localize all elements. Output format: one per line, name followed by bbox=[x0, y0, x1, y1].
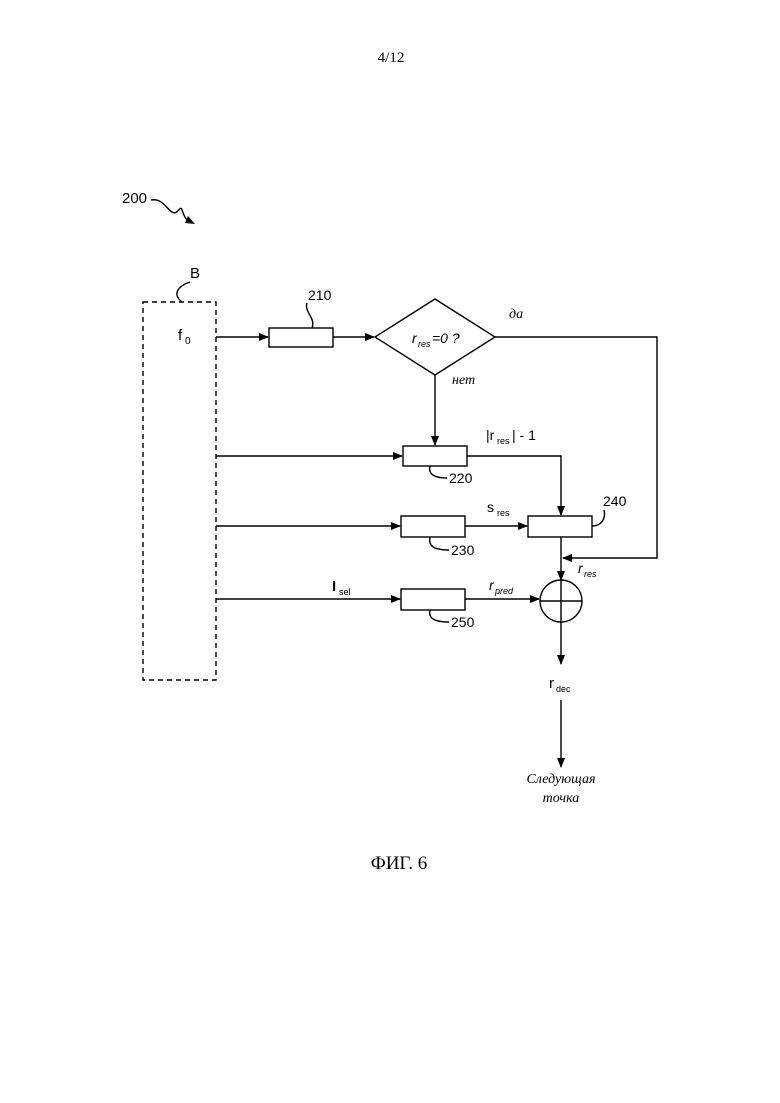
output-line-2: точка bbox=[543, 791, 580, 806]
figure-ref-squiggle bbox=[151, 200, 190, 222]
figure-caption: ФИГ. 6 bbox=[371, 853, 428, 874]
block-220-leader bbox=[430, 466, 447, 478]
block-210-label: 210 bbox=[308, 287, 332, 303]
block-b-leader bbox=[177, 282, 190, 302]
isel-main: I bbox=[332, 578, 336, 595]
abs-rres-sub: res bbox=[497, 436, 510, 446]
block-220 bbox=[403, 446, 467, 466]
figure-ref-arrowhead bbox=[185, 216, 195, 224]
block-b-signal-main: f bbox=[178, 327, 183, 344]
decision-var-sub: res bbox=[418, 339, 431, 349]
figure-ref-label: 200 bbox=[122, 190, 147, 207]
decision-yes-label: да bbox=[509, 307, 523, 322]
block-210-leader bbox=[307, 303, 313, 328]
block-230-leader bbox=[430, 537, 449, 550]
decision-no-label: нет bbox=[452, 373, 475, 388]
block-b-label: B bbox=[190, 265, 200, 282]
block-240 bbox=[528, 516, 592, 537]
block-b-signal-sub: 0 bbox=[185, 336, 191, 347]
decision-condition: =0 ? bbox=[432, 330, 460, 346]
sres-sub: res bbox=[497, 508, 510, 518]
abs-rres-left: |r bbox=[486, 427, 495, 443]
block-230-label: 230 bbox=[451, 542, 475, 558]
arrow-220-to-240 bbox=[467, 456, 561, 515]
block-230 bbox=[401, 516, 465, 537]
sres-main: s bbox=[487, 499, 494, 515]
isel-sub: sel bbox=[339, 587, 351, 597]
output-line-1: Следующая bbox=[526, 772, 595, 787]
block-250-leader bbox=[430, 610, 449, 622]
block-210 bbox=[269, 328, 333, 347]
page-number: 4/12 bbox=[378, 50, 405, 66]
rdec-sub: dec bbox=[556, 684, 571, 694]
block-240-leader bbox=[592, 510, 605, 526]
abs-rres-right: | - 1 bbox=[512, 427, 536, 443]
block-250 bbox=[401, 589, 465, 610]
block-b bbox=[143, 302, 216, 680]
block-250-label: 250 bbox=[451, 614, 475, 630]
rdec-main: r bbox=[549, 675, 554, 692]
rres-sub: res bbox=[584, 569, 597, 579]
block-240-label: 240 bbox=[603, 493, 627, 509]
block-220-label: 220 bbox=[449, 470, 473, 486]
rpred-sub: pred bbox=[494, 586, 514, 596]
